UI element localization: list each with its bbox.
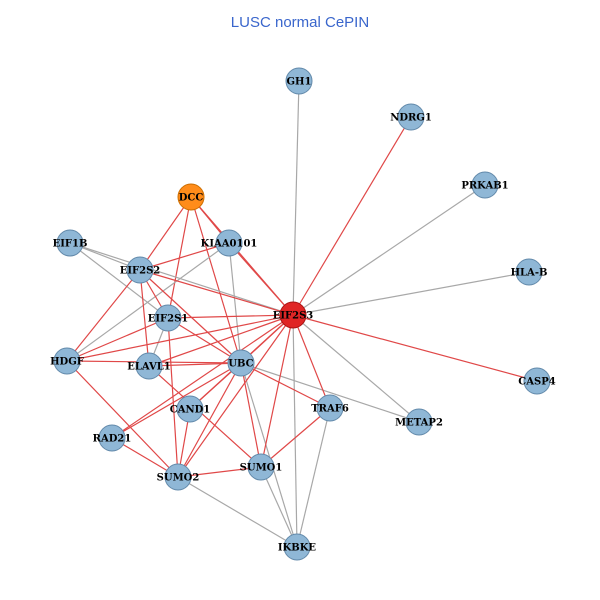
node-PRKAB1 bbox=[471, 171, 499, 199]
node-TRAF6 bbox=[316, 394, 344, 422]
node-label-SUMO2: SUMO2 bbox=[157, 473, 200, 484]
edge-GH1-EIF2S3 bbox=[292, 80, 300, 316]
node-EIF2S3 bbox=[279, 301, 307, 329]
edge-ELAVL1-EIF2S3 bbox=[148, 314, 294, 367]
edge-HDGF-EIF2S3 bbox=[66, 314, 294, 362]
node-SUMO2 bbox=[164, 463, 192, 491]
node-GH1 bbox=[285, 67, 313, 95]
node-label-TRAF6: TRAF6 bbox=[311, 404, 349, 415]
node-EIF1B bbox=[56, 229, 84, 257]
node-label-NDRG1: NDRG1 bbox=[390, 113, 432, 124]
edge-EIF2S2-UBC bbox=[139, 269, 242, 364]
node-METAP2 bbox=[405, 408, 433, 436]
node-label-SUMO1: SUMO1 bbox=[240, 463, 283, 474]
node-KIAA0101 bbox=[215, 229, 243, 257]
node-label-DCC: DCC bbox=[179, 193, 204, 204]
edge-IKBKE-TRAF6 bbox=[296, 407, 331, 548]
edge-KIAA0101-HDGF bbox=[66, 242, 230, 362]
edge-HDGF-SUMO2 bbox=[66, 360, 179, 478]
node-ELAVL1 bbox=[135, 352, 163, 380]
edge-EIF2S1-SUMO2 bbox=[167, 317, 179, 478]
node-NDRG1 bbox=[397, 103, 425, 131]
node-label-UBC: UBC bbox=[228, 359, 253, 370]
edge-EIF2S1-UBC bbox=[167, 317, 242, 364]
edge-PRKAB1-EIF2S3 bbox=[292, 184, 486, 316]
edge-NDRG1-EIF2S3 bbox=[292, 116, 412, 316]
node-HLA-B bbox=[515, 258, 543, 286]
node-label-EIF2S1: EIF2S1 bbox=[148, 314, 189, 325]
node-UBC bbox=[227, 349, 255, 377]
edge-EIF1B-EIF2S1 bbox=[69, 242, 169, 319]
edge-IKBKE-UBC bbox=[240, 362, 298, 548]
edge-layer bbox=[66, 80, 538, 548]
edge-IKBKE-EIF2S3 bbox=[292, 314, 298, 548]
node-label-KIAA0101: KIAA0101 bbox=[201, 239, 258, 250]
edge-KIAA0101-EIF2S2 bbox=[139, 242, 230, 271]
node-label-EIF2S3: EIF2S3 bbox=[273, 311, 314, 322]
edge-EIF2S1-HDGF bbox=[66, 317, 169, 362]
edge-TRAF6-SUMO1 bbox=[260, 407, 331, 468]
node-CASP4 bbox=[523, 367, 551, 395]
plot-title: LUSC normal CePIN bbox=[231, 14, 369, 31]
node-label-EIF1B: EIF1B bbox=[53, 239, 88, 250]
node-label-CAND1: CAND1 bbox=[170, 405, 211, 416]
edge-DCC-UBC bbox=[190, 196, 242, 364]
edge-IKBKE-SUMO1 bbox=[260, 466, 298, 548]
node-SUMO1 bbox=[247, 453, 275, 481]
edge-EIF2S2-ELAVL1 bbox=[139, 269, 150, 367]
node-HDGF bbox=[53, 347, 81, 375]
node-label-HDGF: HDGF bbox=[50, 357, 84, 368]
node-label-RAD21: RAD21 bbox=[93, 434, 132, 445]
node-label-HLA-B: HLA-B bbox=[511, 268, 548, 279]
edge-EIF2S2-HDGF bbox=[66, 269, 141, 362]
edge-EIF2S2-EIF2S3 bbox=[139, 269, 294, 316]
edge-IKBKE-SUMO2 bbox=[177, 476, 298, 548]
edge-METAP2-EIF2S3 bbox=[292, 314, 420, 423]
node-label-IKBKE: IKBKE bbox=[278, 543, 317, 554]
node-label-GH1: GH1 bbox=[287, 77, 312, 88]
node-layer bbox=[53, 67, 551, 561]
edge-SUMO1-EIF2S3 bbox=[260, 314, 294, 468]
edge-ELAVL1-UBC bbox=[148, 362, 242, 367]
edge-UBC-SUMO1 bbox=[240, 362, 262, 468]
edge-CASP4-EIF2S3 bbox=[292, 314, 538, 382]
node-IKBKE bbox=[283, 533, 311, 561]
edge-HLA-B-EIF2S3 bbox=[292, 271, 530, 316]
node-EIF2S2 bbox=[126, 256, 154, 284]
node-RAD21 bbox=[98, 424, 126, 452]
edge-ELAVL1-SUMO1 bbox=[148, 365, 262, 468]
edge-DCC-EIF2S2 bbox=[139, 196, 192, 271]
node-label-METAP2: METAP2 bbox=[395, 418, 443, 429]
edge-TRAF6-EIF2S3 bbox=[292, 314, 331, 409]
node-label-EIF2S2: EIF2S2 bbox=[120, 266, 161, 277]
edge-EIF1B-EIF2S3 bbox=[69, 242, 294, 316]
edge-SUMO1-SUMO2 bbox=[177, 466, 262, 478]
edge-RAD21-EIF2S3 bbox=[111, 314, 294, 439]
node-label-PRKAB1: PRKAB1 bbox=[461, 181, 508, 192]
edge-SUMO2-EIF2S3 bbox=[177, 314, 294, 478]
node-EIF2S1 bbox=[154, 304, 182, 332]
edge-KIAA0101-EIF2S3 bbox=[228, 242, 294, 316]
edge-EIF2S1-EIF2S3 bbox=[167, 314, 294, 319]
edge-KIAA0101-UBC bbox=[228, 242, 242, 364]
edge-UBC-SUMO2 bbox=[177, 362, 242, 478]
edge-UBC-RAD21 bbox=[111, 362, 242, 439]
node-CAND1 bbox=[176, 395, 204, 423]
node-label-ELAVL1: ELAVL1 bbox=[127, 362, 170, 373]
edge-UBC-TRAF6 bbox=[240, 362, 331, 409]
node-label-CASP4: CASP4 bbox=[518, 377, 555, 388]
node-DCC bbox=[177, 183, 205, 211]
edge-METAP2-UBC bbox=[240, 362, 420, 423]
